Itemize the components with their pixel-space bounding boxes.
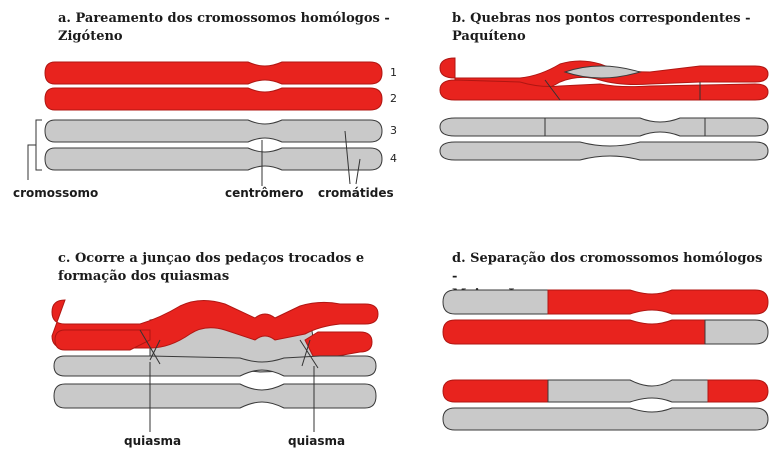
chromatid-1: [45, 62, 382, 84]
panel-b-chromosomes: [440, 58, 768, 160]
chromatid-number-3: 3: [390, 124, 397, 137]
chromatid-number-4: 4: [390, 152, 397, 165]
panel-d-top-2-gray: [705, 320, 768, 344]
chromatid-number-1: 1: [390, 66, 397, 79]
panel-d-bottom-1-red-right: [708, 380, 768, 402]
panel-d-bottom-1-gray: [548, 380, 708, 402]
panel-d-bottom-1-red-left: [443, 380, 548, 402]
cromatides-label: cromátides: [318, 186, 394, 200]
panel-b-gray-4: [440, 142, 768, 160]
panel-d-top-2-red: [443, 320, 705, 344]
cromossomo-label: cromossomo: [13, 186, 98, 200]
cromossomo-bracket: [28, 120, 42, 180]
chromatid-2: [45, 88, 382, 110]
panel-c-gray-3: [54, 356, 376, 376]
chromatid-4: [45, 148, 382, 170]
centromero-label: centrômero: [225, 186, 304, 200]
panel-d-top-1-red: [548, 290, 768, 314]
panel-c-chromosomes: [52, 300, 378, 432]
panel-d-bottom-2-gray: [443, 408, 768, 430]
panel-d-chromosomes: [443, 290, 768, 430]
chromatid-3: [45, 120, 382, 142]
panel-a-chromosomes: [28, 62, 382, 186]
panel-d-top-1-gray: [443, 290, 548, 314]
quiasma-right-label: quiasma: [288, 434, 345, 448]
panel-c-gray-4: [54, 384, 376, 408]
panel-b-red-2: [440, 80, 768, 100]
panel-b-gray-3: [440, 118, 768, 136]
quiasma-left-label: quiasma: [124, 434, 181, 448]
panel-c-red-2: [55, 330, 150, 350]
chromatid-number-2: 2: [390, 92, 397, 105]
